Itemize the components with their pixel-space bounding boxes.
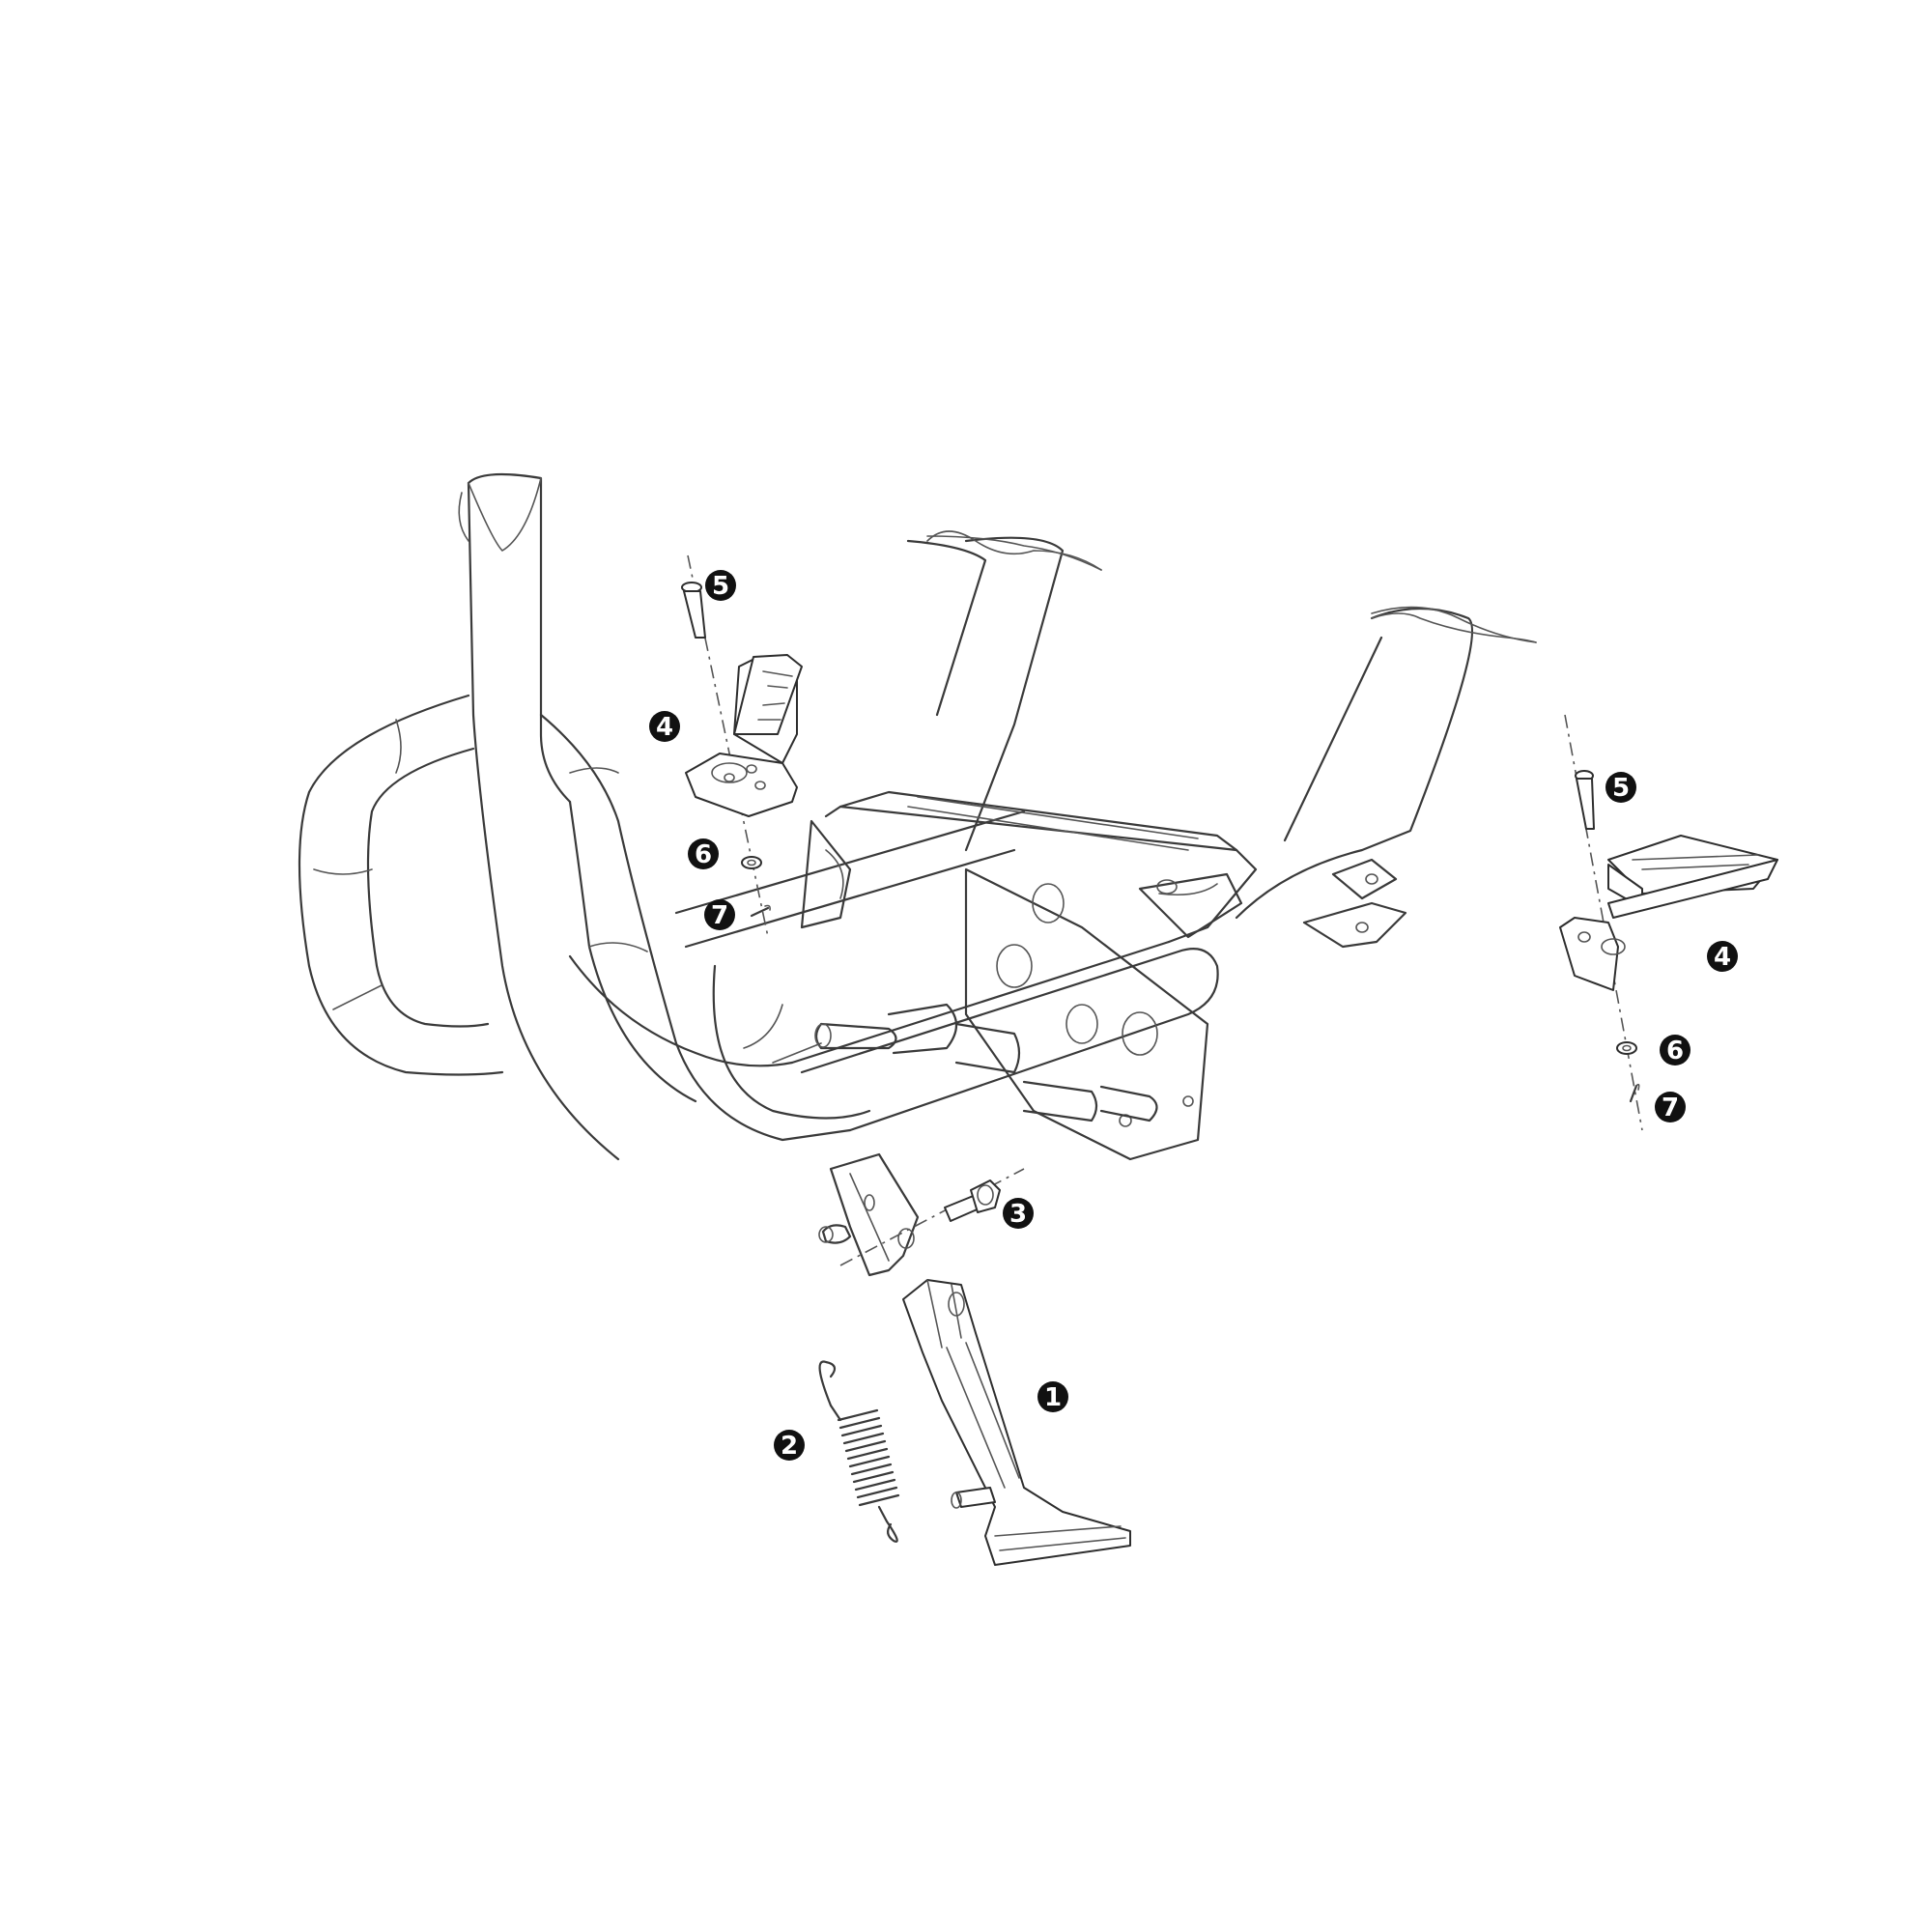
svg-text:7: 7 xyxy=(711,901,728,930)
callout-4-left: 4 xyxy=(649,711,680,742)
callout-4-right: 4 xyxy=(1707,941,1738,972)
svg-text:6: 6 xyxy=(1666,1037,1684,1065)
svg-text:5: 5 xyxy=(1612,774,1630,803)
washer-right[interactable] xyxy=(1616,1041,1637,1055)
side-stand[interactable] xyxy=(902,1279,1131,1566)
side-stand-bolt[interactable] xyxy=(944,1179,1001,1222)
callout-6-right: 6 xyxy=(1660,1035,1690,1065)
callout-5-left: 5 xyxy=(705,570,736,601)
callout-7-left: 7 xyxy=(704,899,735,930)
callout-2: 2 xyxy=(774,1430,805,1461)
washer-left[interactable] xyxy=(741,856,762,869)
svg-text:4: 4 xyxy=(1714,943,1731,972)
callout-7-right: 7 xyxy=(1655,1092,1686,1122)
footrest-right[interactable] xyxy=(1559,835,1778,991)
svg-text:3: 3 xyxy=(1009,1200,1027,1229)
cotter-pin-left[interactable] xyxy=(750,904,771,918)
svg-text:4: 4 xyxy=(656,713,673,742)
svg-text:5: 5 xyxy=(712,572,729,601)
callout-5-right: 5 xyxy=(1605,772,1636,803)
callout-3: 3 xyxy=(1003,1198,1034,1229)
footrest-pin-left[interactable] xyxy=(681,582,706,639)
svg-text:2: 2 xyxy=(781,1432,798,1461)
footrest-left[interactable] xyxy=(685,654,803,817)
assembly-axes xyxy=(687,554,1643,1266)
motorcycle-frame xyxy=(298,472,1537,1277)
callout-1: 1 xyxy=(1037,1381,1068,1412)
svg-text:1: 1 xyxy=(1044,1383,1062,1412)
callout-6-left: 6 xyxy=(688,838,719,869)
footrest-pin-right[interactable] xyxy=(1575,770,1595,830)
cotter-pin-right[interactable] xyxy=(1629,1083,1640,1103)
svg-text:7: 7 xyxy=(1662,1094,1679,1122)
svg-text:6: 6 xyxy=(695,840,712,869)
side-stand-spring[interactable] xyxy=(818,1360,900,1543)
